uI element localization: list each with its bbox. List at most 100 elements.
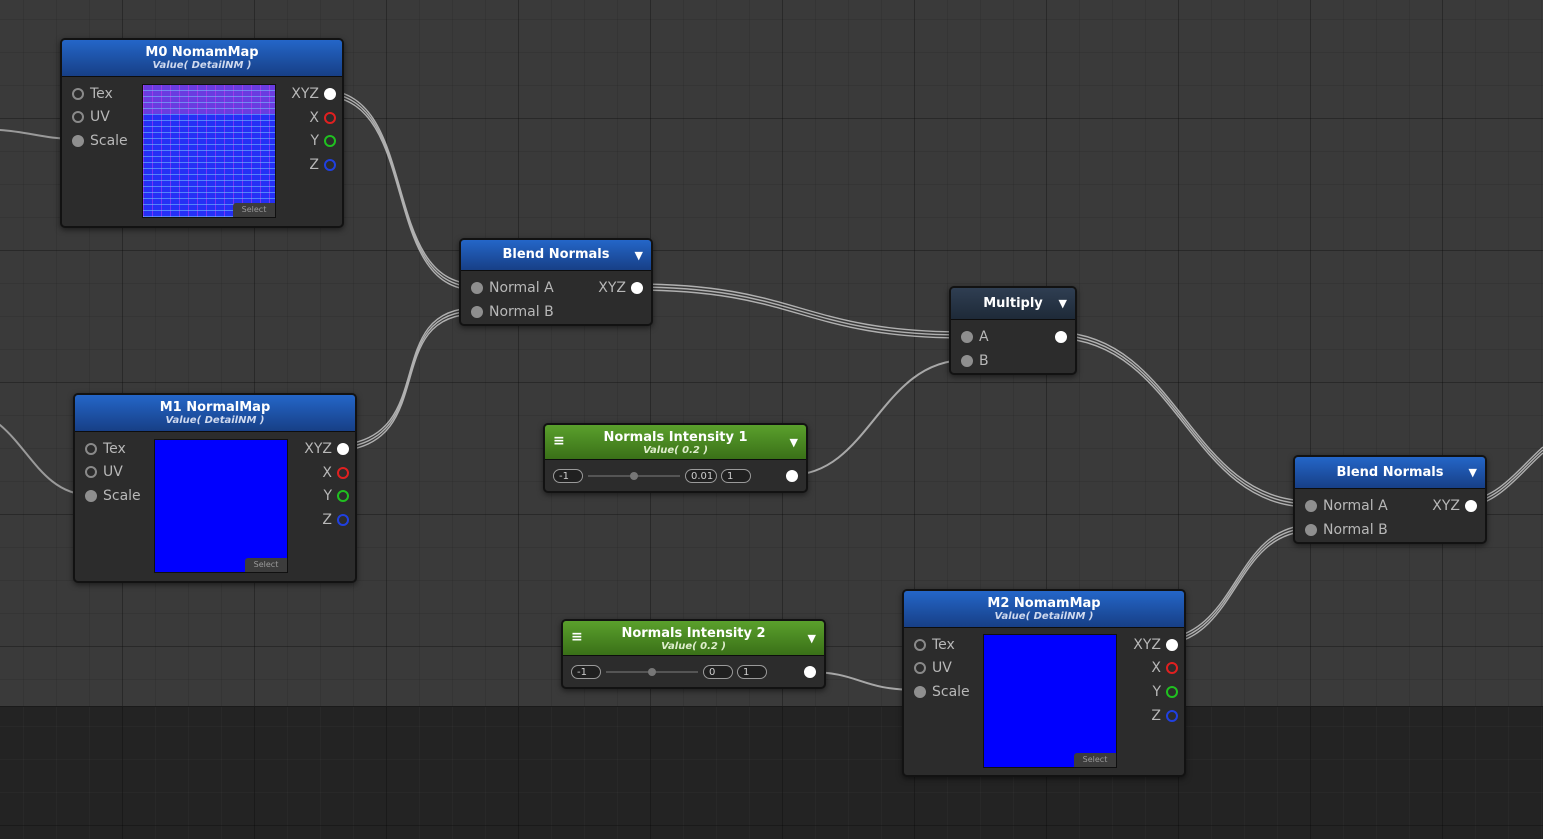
slider-track[interactable] (606, 668, 698, 676)
output-y[interactable]: Y (310, 132, 336, 150)
output-x[interactable]: X (309, 109, 336, 127)
input-pin[interactable] (85, 490, 97, 502)
node-header[interactable]: ≡ Normals Intensity 2 Value( 0.2 ) ▼ (563, 621, 824, 656)
node-blend-normals-1[interactable]: Blend Normals ▼ Normal A Normal B XYZ (459, 238, 653, 326)
input-pin[interactable] (914, 662, 926, 674)
min-field[interactable]: -1 (571, 665, 601, 679)
output-pin[interactable] (1465, 500, 1477, 512)
input-pin[interactable] (471, 306, 483, 318)
input-pin[interactable] (914, 686, 926, 698)
input-pin[interactable] (961, 355, 973, 367)
dropdown-icon[interactable]: ▼ (1058, 297, 1067, 310)
output-xyz[interactable]: XYZ (1133, 636, 1178, 654)
dropdown-icon[interactable]: ▼ (789, 436, 798, 449)
output-result[interactable] (1055, 328, 1067, 346)
output-y[interactable]: Y (1152, 683, 1178, 701)
node-m1-normalmap[interactable]: M1 NormalMap Value( DetailNM ) Tex UV Sc… (73, 393, 357, 583)
input-uv[interactable]: UV (85, 463, 123, 481)
output-xyz[interactable]: XYZ (291, 85, 336, 103)
menu-icon[interactable]: ≡ (553, 433, 565, 449)
input-tex[interactable]: Tex (85, 440, 126, 458)
output-pin[interactable] (1166, 686, 1178, 698)
select-texture-button[interactable]: Select (245, 558, 287, 572)
output-pin[interactable] (786, 470, 798, 482)
input-scale[interactable]: Scale (85, 487, 141, 505)
select-texture-button[interactable]: Select (1074, 753, 1116, 767)
output-pin[interactable] (1055, 331, 1067, 343)
dropdown-icon[interactable]: ▼ (1468, 466, 1477, 479)
input-a[interactable]: A (961, 328, 989, 346)
select-texture-button[interactable]: Select (233, 203, 275, 217)
value-field[interactable]: 0 (703, 665, 733, 679)
output-x[interactable]: X (322, 464, 349, 482)
value-field[interactable]: 0.01 (685, 469, 717, 483)
menu-icon[interactable]: ≡ (571, 629, 583, 645)
output-xyz[interactable]: XYZ (1432, 497, 1477, 515)
output-pin[interactable] (804, 666, 816, 678)
output-pin[interactable] (1166, 710, 1178, 722)
node-header[interactable]: Blend Normals ▼ (461, 240, 651, 271)
node-header[interactable]: ≡ Normals Intensity 1 Value( 0.2 ) ▼ (545, 425, 806, 460)
input-uv[interactable]: UV (72, 108, 110, 126)
output-z[interactable]: Z (1151, 707, 1178, 725)
input-normal-b[interactable]: Normal B (1305, 521, 1388, 539)
node-header[interactable]: M0 NomamMap Value( DetailNM ) (62, 40, 342, 77)
output-z[interactable]: Z (322, 511, 349, 529)
input-pin[interactable] (85, 443, 97, 455)
input-b[interactable]: B (961, 352, 989, 370)
node-blend-normals-2[interactable]: Blend Normals ▼ Normal A Normal B XYZ (1293, 455, 1487, 544)
output-pin[interactable] (1166, 662, 1178, 674)
output-pin[interactable] (337, 467, 349, 479)
input-scale[interactable]: Scale (914, 683, 970, 701)
output-xyz[interactable]: XYZ (304, 440, 349, 458)
node-header[interactable]: Blend Normals ▼ (1295, 457, 1485, 489)
input-pin[interactable] (72, 111, 84, 123)
output-y[interactable]: Y (323, 487, 349, 505)
input-normal-a[interactable]: Normal A (1305, 497, 1388, 515)
node-multiply[interactable]: Multiply ▼ A B (949, 286, 1077, 375)
min-field[interactable]: -1 (553, 469, 583, 483)
node-normals-intensity-2[interactable]: ≡ Normals Intensity 2 Value( 0.2 ) ▼ -1 … (561, 619, 826, 689)
node-header[interactable]: Multiply ▼ (951, 288, 1075, 320)
output-pin[interactable] (631, 282, 643, 294)
node-m2-normalmap[interactable]: M2 NomamMap Value( DetailNM ) Tex UV Sca… (902, 589, 1186, 777)
slider-track[interactable] (588, 472, 680, 480)
input-normal-a[interactable]: Normal A (471, 279, 554, 297)
input-normal-b[interactable]: Normal B (471, 303, 554, 321)
input-pin[interactable] (471, 282, 483, 294)
input-pin[interactable] (1305, 524, 1317, 536)
input-scale[interactable]: Scale (72, 132, 128, 150)
input-pin[interactable] (961, 331, 973, 343)
output-pin[interactable] (337, 443, 349, 455)
max-field[interactable]: 1 (737, 665, 767, 679)
dropdown-icon[interactable]: ▼ (634, 249, 643, 262)
node-header[interactable]: M1 NormalMap Value( DetailNM ) (75, 395, 355, 432)
input-pin[interactable] (72, 135, 84, 147)
input-pin[interactable] (72, 88, 84, 100)
node-m0-normalmap[interactable]: M0 NomamMap Value( DetailNM ) Tex UV Sca… (60, 38, 344, 228)
output-z[interactable]: Z (309, 156, 336, 174)
output-pin[interactable] (324, 135, 336, 147)
input-tex[interactable]: Tex (72, 85, 113, 103)
output-pin[interactable] (337, 514, 349, 526)
input-pin[interactable] (85, 466, 97, 478)
output-pin[interactable] (337, 490, 349, 502)
slider-thumb[interactable] (630, 472, 638, 480)
texture-preview[interactable]: Select (983, 634, 1117, 768)
input-pin[interactable] (914, 639, 926, 651)
output-pin[interactable] (324, 88, 336, 100)
input-tex[interactable]: Tex (914, 636, 955, 654)
node-header[interactable]: M2 NomamMap Value( DetailNM ) (904, 591, 1184, 628)
slider-thumb[interactable] (648, 668, 656, 676)
output-xyz[interactable]: XYZ (598, 279, 643, 297)
node-normals-intensity-1[interactable]: ≡ Normals Intensity 1 Value( 0.2 ) ▼ -1 … (543, 423, 808, 493)
output-pin[interactable] (324, 112, 336, 124)
input-uv[interactable]: UV (914, 659, 952, 677)
input-pin[interactable] (1305, 500, 1317, 512)
output-x[interactable]: X (1151, 659, 1178, 677)
dropdown-icon[interactable]: ▼ (807, 632, 816, 645)
max-field[interactable]: 1 (721, 469, 751, 483)
output-pin[interactable] (324, 159, 336, 171)
texture-preview[interactable]: Select (142, 84, 276, 218)
